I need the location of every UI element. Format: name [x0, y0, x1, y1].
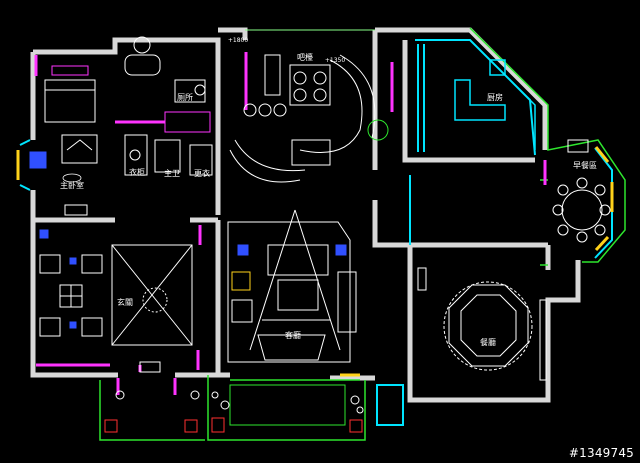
dimension-label-left: +1800	[228, 37, 248, 44]
bathroom-fixtures	[124, 36, 213, 176]
kitchen-furniture	[454, 59, 536, 150]
room-label-breakfast: 早餐區	[573, 161, 597, 170]
room-label-living-room: 客廳	[285, 330, 301, 340]
room-tag-marker	[62, 173, 82, 183]
room-label-foyer: 玄關	[117, 297, 133, 307]
foyer-furniture	[39, 244, 193, 373]
room-label-toilet: 厕所	[177, 92, 193, 102]
room-label-closet: 衣柜	[129, 167, 145, 177]
blue-markers	[39, 229, 77, 329]
entry-porch	[104, 384, 364, 433]
walls	[30, 27, 581, 403]
dining-furniture	[417, 267, 547, 381]
bar-and-stairs	[229, 54, 389, 183]
breakfast-furniture	[552, 139, 611, 243]
site-lines	[99, 27, 626, 441]
windows	[19, 39, 613, 426]
room-label-dining: 餐廳	[480, 337, 496, 347]
magenta-details	[34, 52, 547, 395]
watermark: #1349745	[568, 446, 634, 460]
dimension-label-right: +1350	[325, 57, 345, 64]
room-label-bar: 吧檯	[297, 52, 313, 62]
room-label-master-bath: 主卫	[164, 168, 180, 178]
master-bedroom-furniture	[29, 65, 98, 216]
room-label-dressing: 更衣	[194, 168, 210, 178]
room-label-master-bedroom: 主卧室	[60, 180, 84, 190]
room-label-kitchen: 厨房	[487, 92, 503, 102]
yellow-bay-windows	[16, 146, 614, 377]
living-room-furniture	[227, 209, 357, 363]
